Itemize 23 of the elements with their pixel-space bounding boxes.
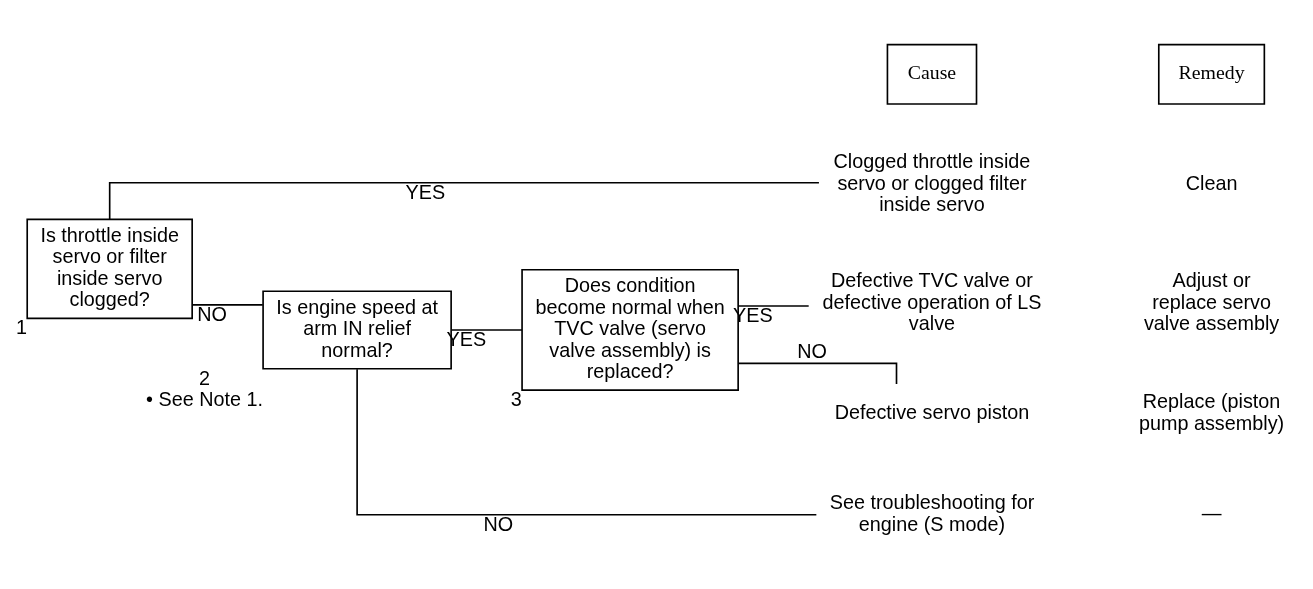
node-box: Is throttle inside servo or filter inside servo clogged? bbox=[26, 218, 193, 320]
edge-label: NO bbox=[483, 512, 514, 535]
label: Clean bbox=[1185, 171, 1238, 194]
node-label: 3 bbox=[510, 388, 522, 411]
edge-label: YES bbox=[405, 180, 446, 203]
node-label: 2 bbox=[199, 366, 211, 389]
edge-label: NO bbox=[197, 302, 227, 325]
label: Remedy bbox=[1178, 61, 1245, 84]
connector bbox=[737, 362, 898, 385]
node-text: Defective TVC valve or defective operation of LS valve bbox=[822, 269, 1042, 335]
edge-label: NO bbox=[797, 339, 827, 362]
label: Cause bbox=[907, 61, 957, 84]
node-text: Clogged throttle inside servo or clogged filter inside servo bbox=[833, 150, 1031, 216]
connector bbox=[191, 304, 264, 306]
node-text: See troubleshooting for engine (S mode) bbox=[829, 491, 1035, 535]
node-label: 1 bbox=[15, 316, 27, 339]
label: Replace (piston pump assembly) bbox=[1139, 390, 1285, 434]
connector bbox=[108, 181, 820, 221]
node-label: • See Note 1. bbox=[146, 388, 263, 411]
node-text: Defective servo piston bbox=[834, 401, 1030, 424]
label: Adjust or replace servo valve assembly bbox=[1143, 269, 1280, 335]
label: — bbox=[1201, 501, 1222, 524]
connector bbox=[356, 368, 818, 516]
